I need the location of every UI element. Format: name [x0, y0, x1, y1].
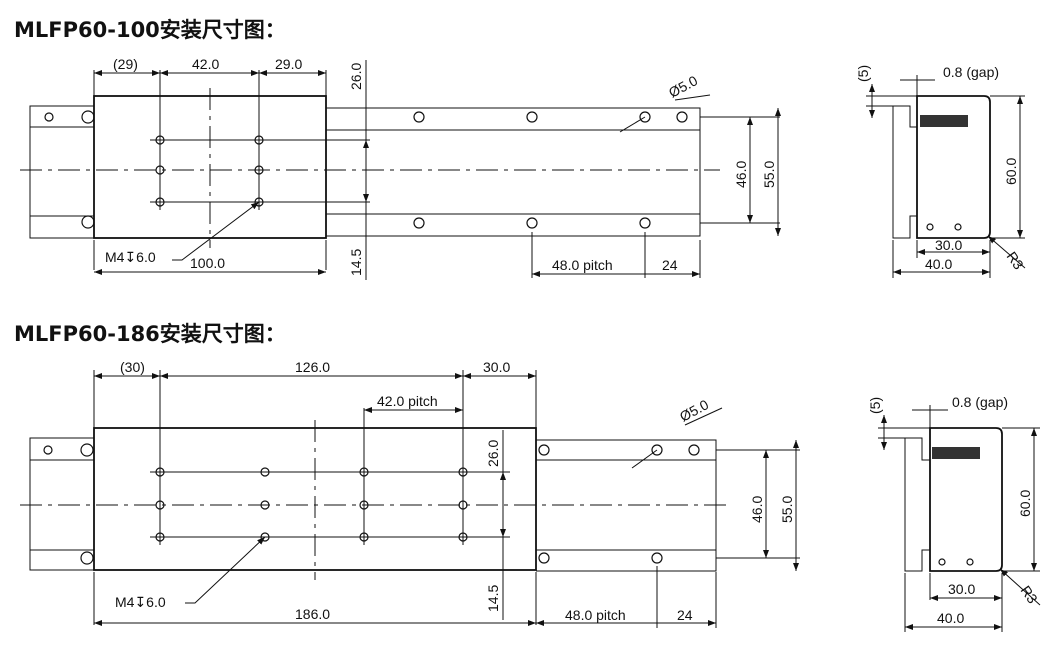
- thread-callout: M4↧6.0: [105, 249, 156, 265]
- drawing-title-100: MLFP60-100安装尺寸图：: [14, 18, 286, 42]
- side-view-100: (5) 0.8 (gap) 60.0 30.0 40.0 R3: [855, 64, 1027, 278]
- dim-hole-dia: Ø5.0: [666, 72, 700, 100]
- dim-rail-end: 24: [677, 607, 693, 623]
- dim-bottom-offset: 14.5: [348, 249, 364, 276]
- dim-left-ref: (30): [120, 359, 145, 375]
- top-view-186: (30) 126.0 30.0 42.0 pitch 26.0 186.0 M4…: [20, 359, 800, 628]
- dim-rail-width: 55.0: [761, 161, 777, 188]
- side-width: 40.0: [925, 256, 952, 272]
- side-height: 60.0: [1003, 158, 1019, 185]
- dim-left-ref: (29): [113, 56, 138, 72]
- dim-top-offset: 26.0: [348, 63, 364, 90]
- dim-hole-span: 46.0: [733, 161, 749, 188]
- dim-rail-end: 24: [662, 257, 678, 273]
- side-inner-width: 30.0: [935, 237, 962, 253]
- dim-top-offset: 26.0: [485, 440, 501, 467]
- dim-length: 100.0: [190, 255, 225, 271]
- dim-rail-width: 55.0: [779, 496, 795, 523]
- top-view-100: (29) 42.0 29.0 26.0 100.0 M4↧6.0 14.5 48…: [20, 56, 781, 280]
- side-inner-width: 30.0: [948, 581, 975, 597]
- side-offset: (5): [867, 397, 883, 414]
- dim-pitch-x: 42.0 pitch: [377, 393, 438, 409]
- side-gap: 0.8 (gap): [943, 64, 999, 80]
- dim-rail-pitch: 48.0 pitch: [552, 257, 613, 273]
- side-offset: (5): [855, 65, 871, 82]
- dim-pitch-x: 42.0: [192, 56, 219, 72]
- dim-hole-span: 46.0: [749, 496, 765, 523]
- dim-rail-pitch: 48.0 pitch: [565, 607, 626, 623]
- thread-callout: M4↧6.0: [115, 594, 166, 610]
- dim-length: 186.0: [295, 606, 330, 622]
- dim-right: 29.0: [275, 56, 302, 72]
- side-gap: 0.8 (gap): [952, 394, 1008, 410]
- side-view-186: (5) 0.8 (gap) 60.0 30.0 40.0 R3: [867, 394, 1041, 632]
- dim-bottom-offset: 14.5: [485, 585, 501, 612]
- drawing-title-186: MLFP60-186安装尺寸图：: [14, 322, 286, 346]
- side-width: 40.0: [937, 610, 964, 626]
- side-height: 60.0: [1017, 490, 1033, 517]
- dim-right: 30.0: [483, 359, 510, 375]
- dim-span: 126.0: [295, 359, 330, 375]
